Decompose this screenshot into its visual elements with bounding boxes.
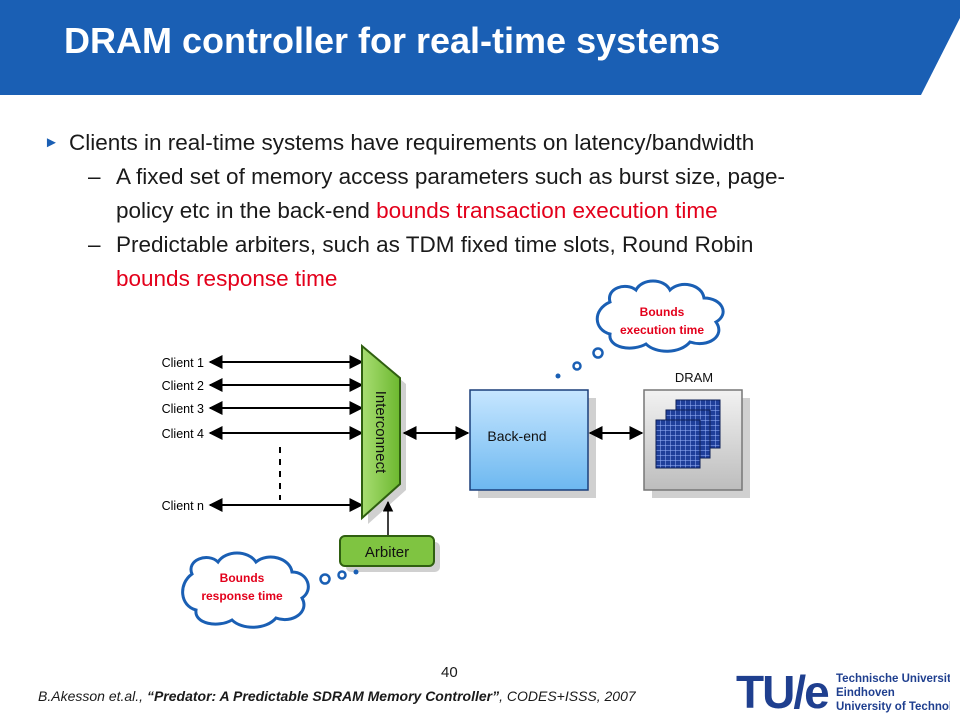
dram-label: DRAM [675,370,713,385]
arbiter-block [339,535,435,567]
citation-venue: , CODES+ISSS, 2007 [499,688,636,704]
thought-bubble-icon [319,573,331,585]
subbullet-highlight: bounds transaction execution time [376,198,718,223]
tue-logo: TU/e Technische Universiteit Eindhoven U… [736,668,950,716]
citation-paper: “Predator: A Predictable SDRAM Memory Co… [146,688,500,704]
logo-line: University of Technology [836,701,950,713]
bullet-list: ► Clients in real-time systems have requ… [44,126,924,296]
dash-icon: – [88,232,101,257]
thought-bubble-icon [555,373,561,379]
backend-block [469,389,589,491]
logo-line: Eindhoven [836,687,895,699]
thought-bubble-icon [353,569,359,575]
backend-label: Back-end [487,428,546,444]
title-banner [0,0,960,95]
slide-title: DRAM controller for real-time systems [64,20,721,61]
thought-bubble-icon [337,570,347,580]
execution-time-cloud: Bounds execution time [595,279,725,353]
interconnect-block [361,343,401,521]
dash-icon: – [88,164,101,189]
subbullet-item: – Predictable arbiters, such as TDM fixe… [44,228,924,296]
thought-bubble-icon [572,361,582,371]
client-label: Client 1 [162,356,204,370]
client-label: Client 3 [162,402,204,416]
subbullet-line: policy etc in the back-end bounds transa… [116,194,924,228]
subbullet-line: A fixed set of memory access parameters … [116,164,786,189]
bullet-text: Clients in real-time systems have requir… [69,130,755,155]
bullet-arrow-icon: ► [44,134,59,151]
logo-line: Technische Universiteit [836,673,950,685]
cloud-text: Bounds [220,571,265,585]
cloud-text: execution time [620,323,704,337]
cloud-text: response time [201,589,283,603]
client-label: Client n [162,499,204,513]
subbullet-highlight: bounds response time [116,266,338,291]
thought-bubble-icon [592,347,604,359]
citation: B.Akesson et.al., “Predator: A Predictab… [38,688,636,704]
citation-authors: B.Akesson et.al., [38,688,147,704]
response-time-cloud: Bounds response time [181,551,310,629]
client-label: Client 2 [162,379,204,393]
cloud-text: Bounds [640,305,685,319]
client-label: Client 4 [162,427,204,441]
subbullet-text: policy etc in the back-end [116,198,377,223]
logo-mark: TU/e [736,668,829,716]
bullet-item: ► Clients in real-time systems have requ… [44,126,924,160]
page-number: 40 [441,664,458,681]
arbiter-label: Arbiter [365,544,409,561]
dram-chip-icon [655,399,721,469]
interconnect-label: Interconnect [372,391,389,474]
subbullet-line: Predictable arbiters, such as TDM fixed … [116,232,754,257]
subbullet-item: – A fixed set of memory access parameter… [44,160,924,228]
